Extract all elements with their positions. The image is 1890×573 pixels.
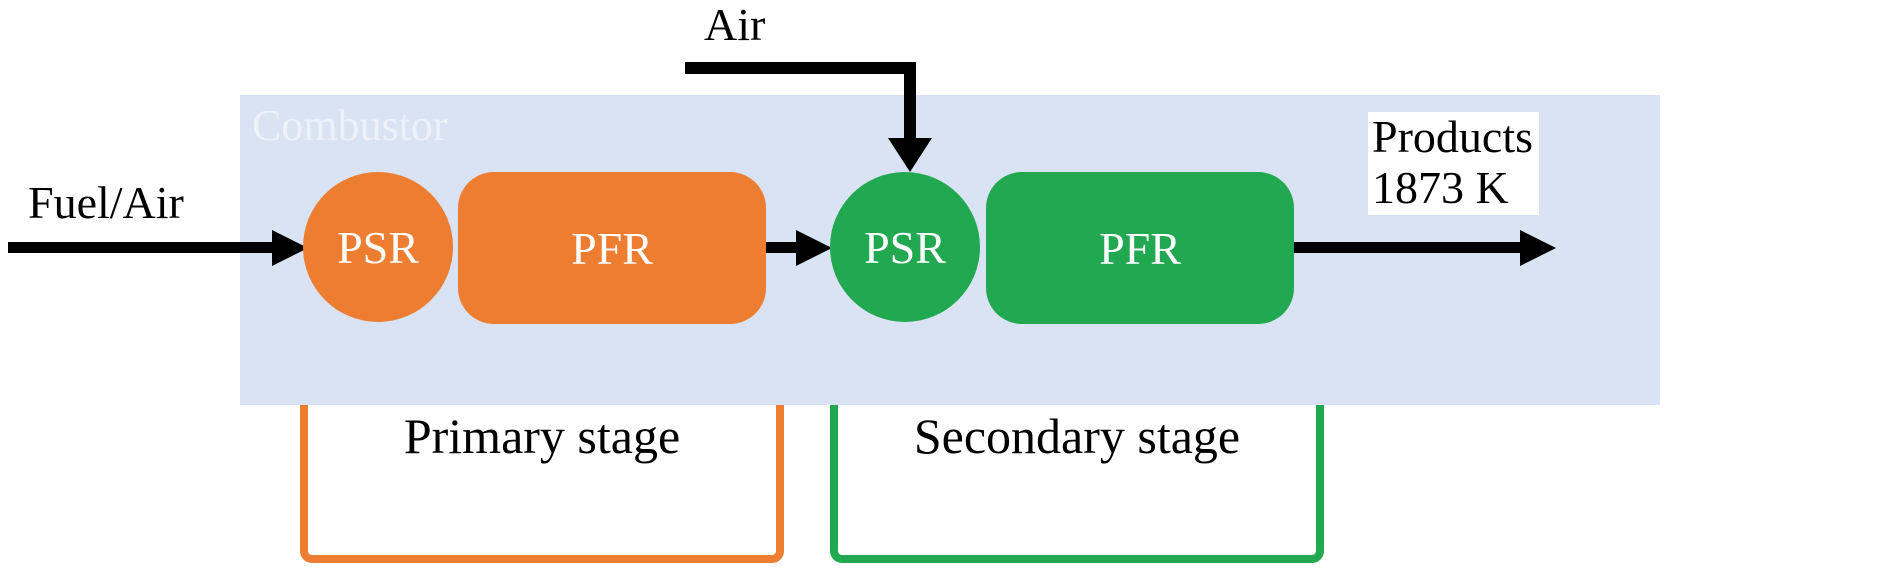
fuel-air-inlet-label: Fuel/Air bbox=[28, 177, 184, 228]
air-inlet-label: Air bbox=[704, 0, 766, 50]
secondary-pfr-label: PFR bbox=[1099, 222, 1181, 274]
primary-psr-node: PSR bbox=[303, 172, 453, 322]
primary-stage-bracket: Primary stage bbox=[300, 405, 784, 563]
products-outlet-label-line2: 1873 K bbox=[1372, 161, 1509, 213]
products-outlet-label-line1: Products bbox=[1372, 111, 1533, 162]
primary-stage-label: Primary stage bbox=[403, 408, 681, 464]
products-outlet-arrowhead-icon bbox=[1520, 230, 1556, 266]
secondary-stage-label: Secondary stage bbox=[913, 408, 1241, 464]
secondary-pfr-node: PFR bbox=[986, 172, 1294, 324]
primary-pfr-label: PFR bbox=[571, 222, 653, 274]
air-inlet-pipe-horizontal bbox=[685, 62, 916, 74]
combustor-region-label: Combustor bbox=[252, 101, 448, 150]
stage-connector-arrowhead-icon bbox=[796, 230, 832, 266]
secondary-psr-label: PSR bbox=[864, 221, 946, 273]
products-outlet-label: Products 1873 K bbox=[1368, 111, 1539, 216]
air-inlet-pipe-vertical bbox=[904, 62, 916, 140]
air-inlet-arrowhead-icon bbox=[888, 138, 932, 172]
primary-psr-label: PSR bbox=[337, 221, 419, 273]
stage-connector-arrow-line bbox=[766, 242, 800, 253]
secondary-psr-node: PSR bbox=[830, 172, 980, 322]
products-outlet-arrow-line bbox=[1294, 242, 1522, 253]
fuel-air-inlet-arrowhead-icon bbox=[272, 230, 308, 266]
fuel-air-inlet-arrow-line bbox=[8, 242, 274, 253]
primary-pfr-node: PFR bbox=[458, 172, 766, 324]
secondary-stage-bracket: Secondary stage bbox=[830, 405, 1324, 563]
